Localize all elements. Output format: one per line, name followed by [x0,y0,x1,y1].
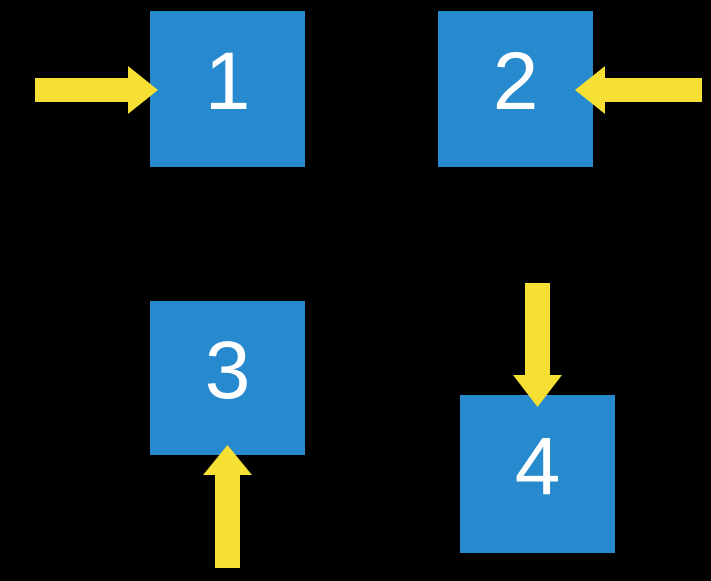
arrow-left-icon [575,66,702,114]
square-4: 4 [460,395,615,553]
arrow-right-icon [35,66,158,114]
square-1: 1 [150,11,305,167]
square-3-label: 3 [204,325,251,416]
arrow-down-icon [513,283,562,407]
square-1-label: 1 [204,36,251,127]
arrow-up-icon [203,445,252,568]
square-2-label: 2 [492,36,539,127]
square-4-label: 4 [514,421,561,512]
square-2: 2 [438,11,593,167]
square-3: 3 [150,301,305,455]
